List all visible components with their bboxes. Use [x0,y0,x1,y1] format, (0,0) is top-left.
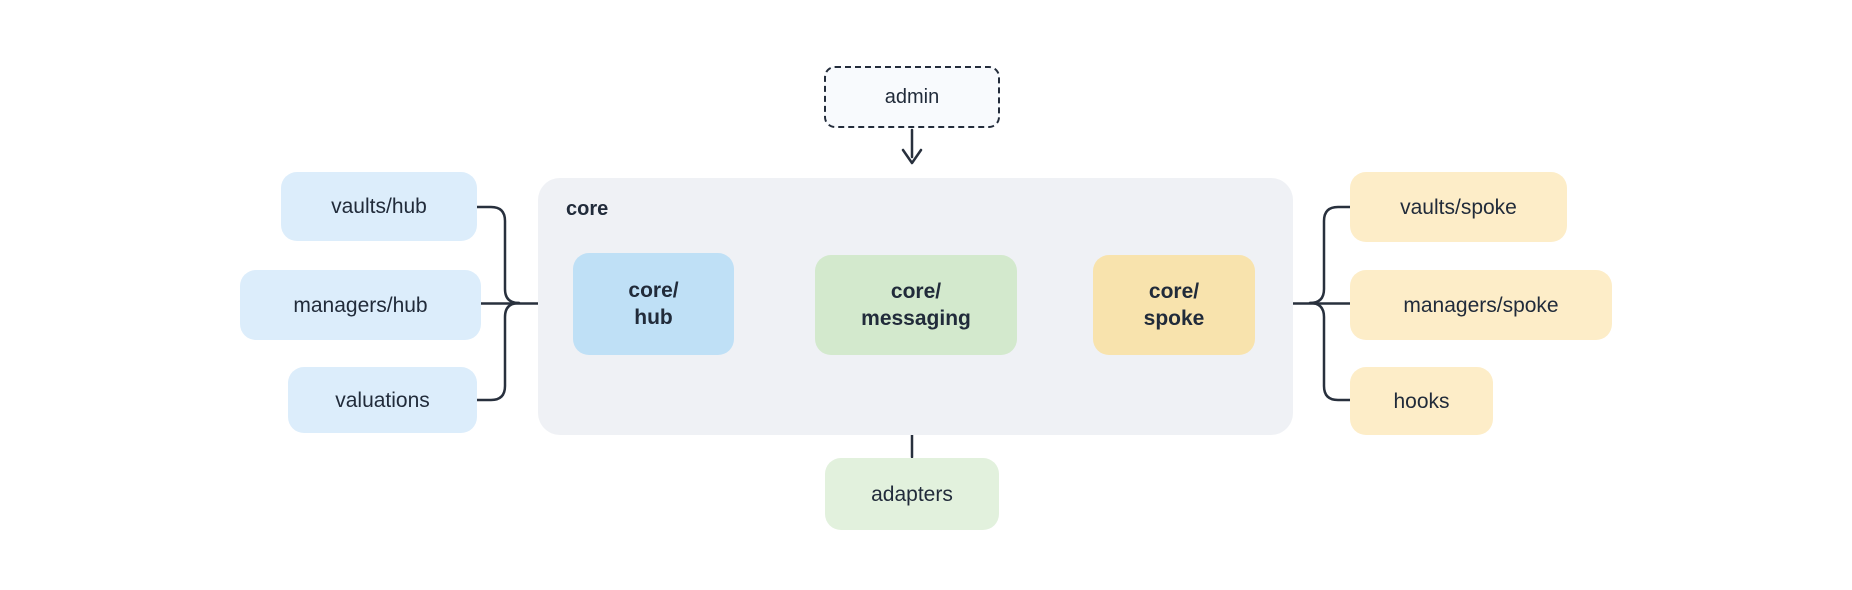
hooks-label: hooks [1393,389,1450,413]
core-hub-label: core/ hub [628,279,679,329]
vaults-hub-node: vaults/hub [281,172,477,241]
core-hub-node: core/ hub [573,253,734,355]
admin-to-core-arrow [901,128,923,165]
core-messaging-node: core/ messaging [815,255,1017,355]
core-spoke-node: core/ spoke [1093,255,1255,355]
core-messaging-label: core/ messaging [861,280,971,330]
managers-hub-label: managers/hub [293,293,428,317]
adapters-node: adapters [825,458,999,530]
valuations-label: valuations [335,388,430,412]
hooks-node: hooks [1350,367,1493,435]
valuations-node: valuations [288,367,477,433]
admin-node: admin [824,66,1000,128]
managers-spoke-node: managers/spoke [1350,270,1612,340]
vaults-spoke-label: vaults/spoke [1400,195,1517,219]
core-spoke-label: core/ spoke [1143,280,1205,330]
core-container-label: core [566,198,609,220]
admin-label: admin [884,85,940,108]
managers-spoke-label: managers/spoke [1403,293,1559,317]
managers-hub-node: managers/hub [240,270,481,340]
adapters-label: adapters [871,482,953,506]
vaults-spoke-node: vaults/spoke [1350,172,1567,242]
vaults-hub-label: vaults/hub [331,195,427,218]
